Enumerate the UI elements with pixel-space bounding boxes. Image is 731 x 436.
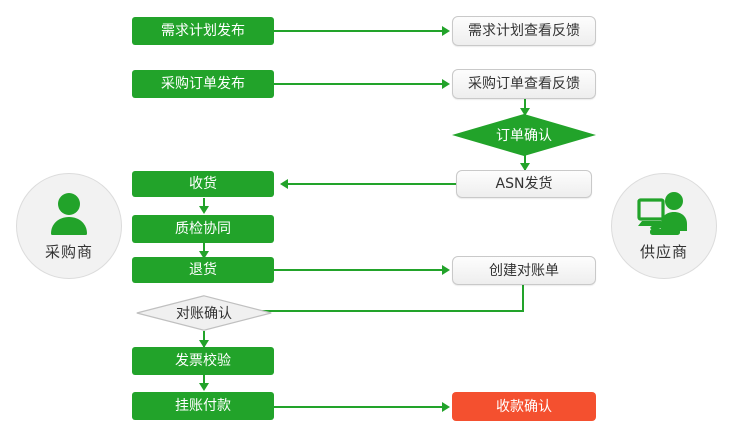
node-purchase-order-view-feedback[interactable]: 采购订单查看反馈	[452, 69, 596, 99]
edge-arrow-n3-n4	[442, 79, 450, 89]
edge-line-n12-n13	[203, 375, 205, 389]
node-label: 发票校验	[175, 353, 231, 369]
node-reconciliation-confirm[interactable]: 对账确认	[136, 295, 272, 331]
actor-label: 采购商	[44, 242, 93, 261]
node-demand-plan-view-feedback[interactable]: 需求计划查看反馈	[452, 16, 596, 46]
person-computer-icon	[637, 191, 687, 235]
edge-arrow-n7-n8	[199, 206, 209, 214]
node-label: 退货	[189, 262, 217, 278]
edge-arrow-n12-n13	[199, 383, 209, 391]
node-label: 需求计划发布	[161, 23, 245, 39]
node-label: 收货	[189, 176, 217, 192]
edge-line-n8-n9	[203, 243, 205, 257]
node-label: 质检协同	[175, 221, 231, 237]
node-purchase-order-publish[interactable]: 采购订单发布	[132, 70, 274, 98]
node-receive-goods[interactable]: 收货	[132, 171, 274, 197]
node-create-reconciliation-bill[interactable]: 创建对账单	[452, 256, 596, 285]
node-order-confirm[interactable]: 订单确认	[452, 114, 596, 156]
actor-supplier[interactable]: 供应商	[611, 173, 717, 279]
node-label: 挂账付款	[175, 398, 231, 414]
person-icon	[51, 192, 87, 235]
edge-line-n10-n11-vertical	[522, 285, 524, 312]
edge-line-n13-n14	[272, 406, 444, 408]
edge-arrow-n1-n2	[442, 26, 450, 36]
node-quality-inspection-collab[interactable]: 质检协同	[132, 215, 274, 243]
edge-line-n3-n4	[272, 83, 444, 85]
node-label: 需求计划查看反馈	[468, 23, 580, 39]
edge-line-n10-n11-horizontal	[246, 310, 524, 312]
edge-arrow-n6-n7	[280, 179, 288, 189]
node-invoice-verification[interactable]: 发票校验	[132, 347, 274, 375]
node-label: 采购订单发布	[161, 76, 245, 92]
actor-label: 供应商	[639, 242, 688, 261]
node-payment-receipt-confirm[interactable]: 收款确认	[452, 392, 596, 421]
edge-line-n11-n12	[203, 331, 205, 347]
edge-arrow-n9-n10	[442, 265, 450, 275]
edge-arrow-n13-n14	[442, 402, 450, 412]
node-label: ASN发货	[495, 176, 553, 192]
edge-arrow-n5-n6	[520, 163, 530, 171]
edge-line-n7-n8	[203, 198, 205, 212]
node-label: 收款确认	[496, 398, 552, 415]
diamond-shape-icon	[452, 114, 596, 156]
node-label: 采购订单查看反馈	[468, 76, 580, 92]
node-pending-payment[interactable]: 挂账付款	[132, 392, 274, 420]
node-label: 创建对账单	[489, 262, 559, 279]
actor-buyer[interactable]: 采购商	[16, 173, 122, 279]
node-return-goods[interactable]: 退货	[132, 257, 274, 283]
edge-arrow-n8-n9	[199, 251, 209, 259]
node-label: 对账确认	[176, 306, 232, 322]
node-label: 订单确认	[496, 128, 552, 144]
edge-arrow-n4-n5	[520, 108, 530, 116]
node-asn-shipment[interactable]: ASN发货	[456, 170, 592, 198]
edge-arrow-n11-n12	[199, 340, 209, 348]
node-demand-plan-publish[interactable]: 需求计划发布	[132, 17, 274, 45]
edge-line-n1-n2	[272, 30, 444, 32]
edge-line-n9-n10	[272, 269, 444, 271]
diamond-shape-icon	[136, 295, 272, 331]
edge-line-n6-n7	[288, 183, 456, 185]
